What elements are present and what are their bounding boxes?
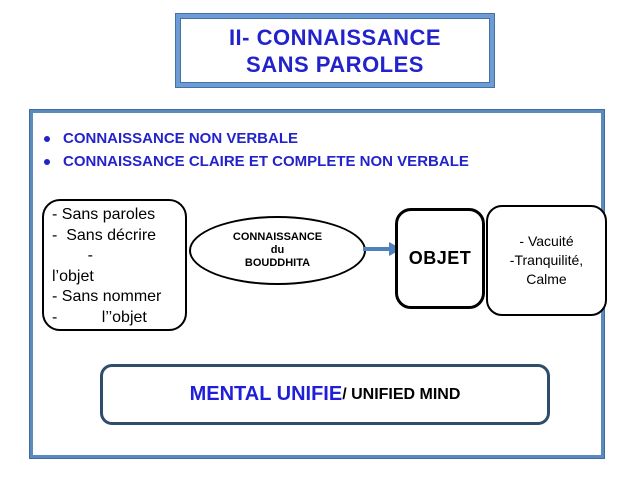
bullet-text: CONNAISSANCE CLAIRE ET COMPLETE NON VERB… bbox=[63, 153, 469, 170]
mental-unifie-label-fr: MENTAL UNIFIE bbox=[189, 383, 343, 405]
notes-box: - Sans paroles - Sans décrire - l’objet … bbox=[42, 199, 187, 331]
connaissance-ellipse: CONNAISSANCE du BOUDDHITA bbox=[189, 216, 366, 285]
bullet-list: CONNAISSANCE NON VERBALE CONNAISSANCE CL… bbox=[44, 127, 469, 173]
mental-unifie-label-en: / UNIFIED MIND bbox=[342, 385, 461, 403]
ellipse-line-2: du bbox=[270, 244, 285, 256]
mental-unifie-box: MENTAL UNIFIE / UNIFIED MIND bbox=[100, 364, 550, 425]
bullet-item: CONNAISSANCE NON VERBALE bbox=[44, 127, 469, 150]
objet-label: OBJET bbox=[408, 248, 472, 268]
notes-line: - Sans décrire bbox=[52, 226, 157, 244]
bullet-dot-icon bbox=[44, 135, 50, 142]
bullet-item: CONNAISSANCE CLAIRE ET COMPLETE NON VERB… bbox=[44, 150, 469, 173]
objet-box: OBJET bbox=[395, 208, 485, 309]
notes-line: l’objet bbox=[52, 267, 94, 285]
notes-line: - Sans paroles bbox=[52, 206, 156, 223]
title-box: II- CONNAISSANCE SANS PAROLES bbox=[176, 14, 494, 87]
bullet-dot-icon bbox=[44, 158, 50, 165]
ellipse-line-3: BOUDDHITA bbox=[244, 257, 311, 269]
vacuite-line: - Vacuité bbox=[519, 233, 574, 249]
vacuite-box: - Vacuité -Tranquilité, Calme bbox=[486, 205, 607, 316]
vacuite-line: -Tranquilité, bbox=[509, 252, 584, 268]
notes-line: - Sans nommer bbox=[52, 288, 162, 305]
notes-line: - bbox=[52, 247, 93, 264]
notes-line: - l’’objet bbox=[52, 308, 147, 326]
bullet-text: CONNAISSANCE NON VERBALE bbox=[63, 130, 299, 147]
ellipse-line-1: CONNAISSANCE bbox=[232, 231, 323, 243]
title-line-1: II- CONNAISSANCE bbox=[228, 24, 442, 50]
title-line-2: SANS PAROLES bbox=[246, 51, 424, 77]
vacuite-line: Calme bbox=[526, 271, 567, 287]
